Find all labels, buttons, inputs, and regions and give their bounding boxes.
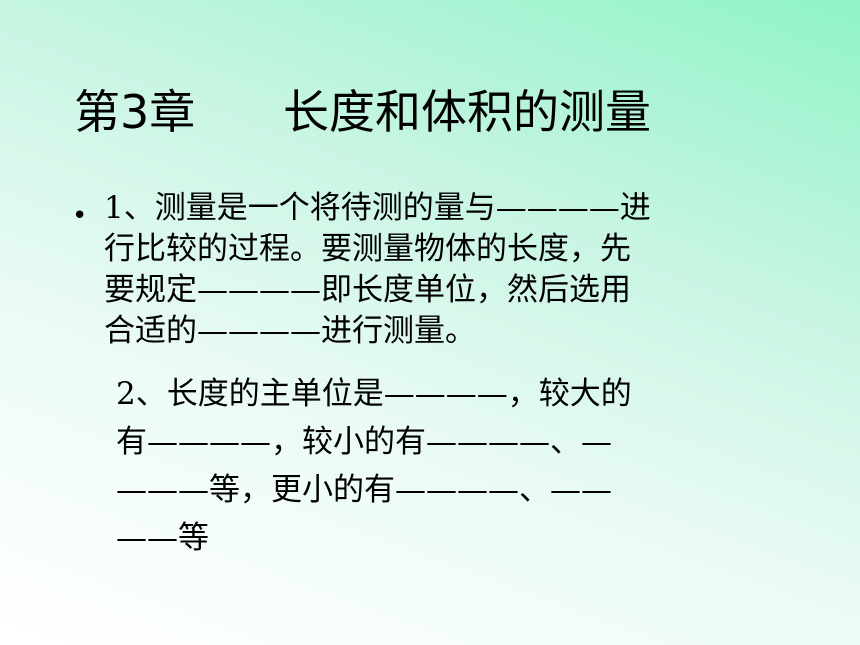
bullet-icon: • <box>72 201 88 231</box>
question-2-line: 2、长度的主单位是————，较大的 <box>116 376 632 412</box>
question-1-line: 1、测量是一个将待测的量与————进 <box>104 190 651 226</box>
question-1-line: 行比较的过程。要测量物体的长度，先 <box>104 231 631 267</box>
slide-title: 第3章 长度和体积的测量 <box>74 85 651 139</box>
question-1-line: 合适的————进行测量。 <box>104 313 476 349</box>
question-2: 2、长度的主单位是————，较大的 有————，较小的有————、— ———等，… <box>116 370 756 562</box>
question-2-line: ———等，更小的有————、—— <box>116 472 612 508</box>
question-1-line: 要规定————即长度单位，然后选用 <box>104 272 631 308</box>
question-1: 1、测量是一个将待测的量与————进 行比较的过程。要测量物体的长度，先 要规定… <box>104 188 794 352</box>
question-2-line: ——等 <box>116 520 209 556</box>
question-2-line: 有————，较小的有————、— <box>116 424 612 460</box>
